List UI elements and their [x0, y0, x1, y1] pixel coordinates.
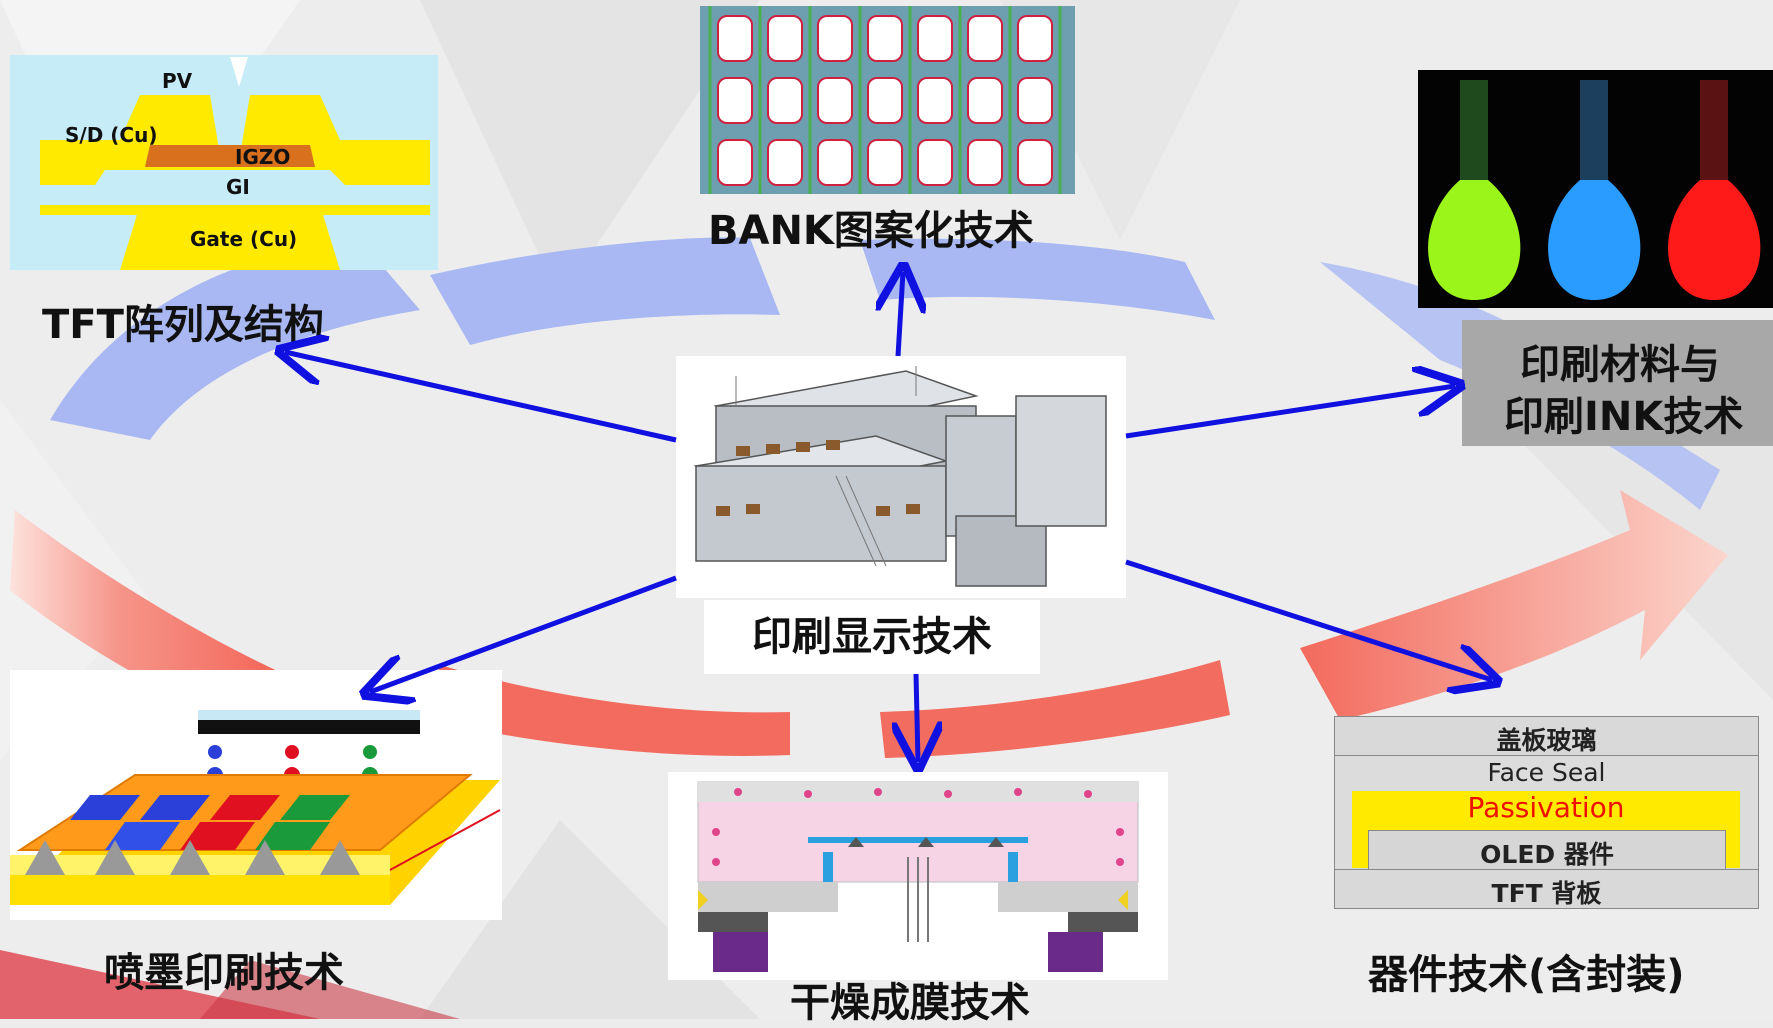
ink-caption-line2: 印刷INK技术 — [1504, 394, 1744, 440]
bank-caption: BANK图案化技术 — [708, 208, 1034, 254]
tft-caption: TFT阵列及结构 — [42, 302, 324, 348]
layer-passivation-label: Passivation — [1467, 791, 1625, 824]
layer-oled: OLED 器件 — [1368, 830, 1726, 869]
inkjet-printing-diagram — [10, 670, 502, 920]
igzo-layer — [145, 145, 315, 167]
gi-layer — [40, 170, 430, 205]
center-caption: 印刷显示技术 — [704, 600, 1040, 674]
ink-flask-green — [1428, 80, 1521, 300]
pv-label: PV — [162, 69, 193, 93]
ink-flask-blue — [1548, 80, 1641, 300]
layer-tft-backplane-label: TFT 背板 — [1491, 879, 1602, 908]
device-layer-stack: 盖板玻璃 Face Seal Passivation OLED 器件 TFT 背… — [1334, 716, 1759, 909]
cycle-arc-blue-mid2 — [860, 238, 1215, 320]
center-equipment-image — [676, 356, 1126, 598]
device-caption: 器件技术(含封装) — [1368, 952, 1685, 998]
sd-label: S/D (Cu) — [65, 123, 158, 147]
gate-layer — [120, 205, 340, 270]
bank-grid — [700, 6, 1075, 194]
gate-label: Gate (Cu) — [190, 227, 298, 251]
bank-pattern-image — [700, 6, 1075, 194]
drying-chamber-diagram — [668, 772, 1168, 980]
inkjet-caption: 喷墨印刷技术 — [104, 950, 344, 996]
ink-caption-box: 印刷材料与 印刷INK技术 — [1462, 320, 1773, 446]
layer-oled-label: OLED 器件 — [1480, 840, 1614, 869]
drying-caption: 干燥成膜技术 — [790, 980, 1030, 1026]
ink-caption-line1: 印刷材料与 — [1520, 342, 1720, 388]
ink-flask-red — [1668, 80, 1761, 300]
cycle-arc-blue-left — [50, 240, 420, 440]
cycle-arc-red-mid2 — [880, 660, 1230, 758]
cycle-arc-blue-mid — [430, 237, 780, 345]
layer-cover-label: 盖板玻璃 — [1496, 726, 1597, 755]
layer-cover-glass: 盖板玻璃 — [1334, 716, 1759, 756]
igzo-label: IGZO — [235, 145, 291, 169]
ink-flasks-image — [1418, 70, 1773, 308]
gi-label: GI — [226, 175, 250, 199]
tft-structure-diagram: PV S/D (Cu) IGZO GI Gate (Cu) — [10, 55, 438, 270]
layer-face-seal-label: Face Seal — [1487, 758, 1606, 787]
layer-tft-backplane: TFT 背板 — [1334, 869, 1759, 909]
